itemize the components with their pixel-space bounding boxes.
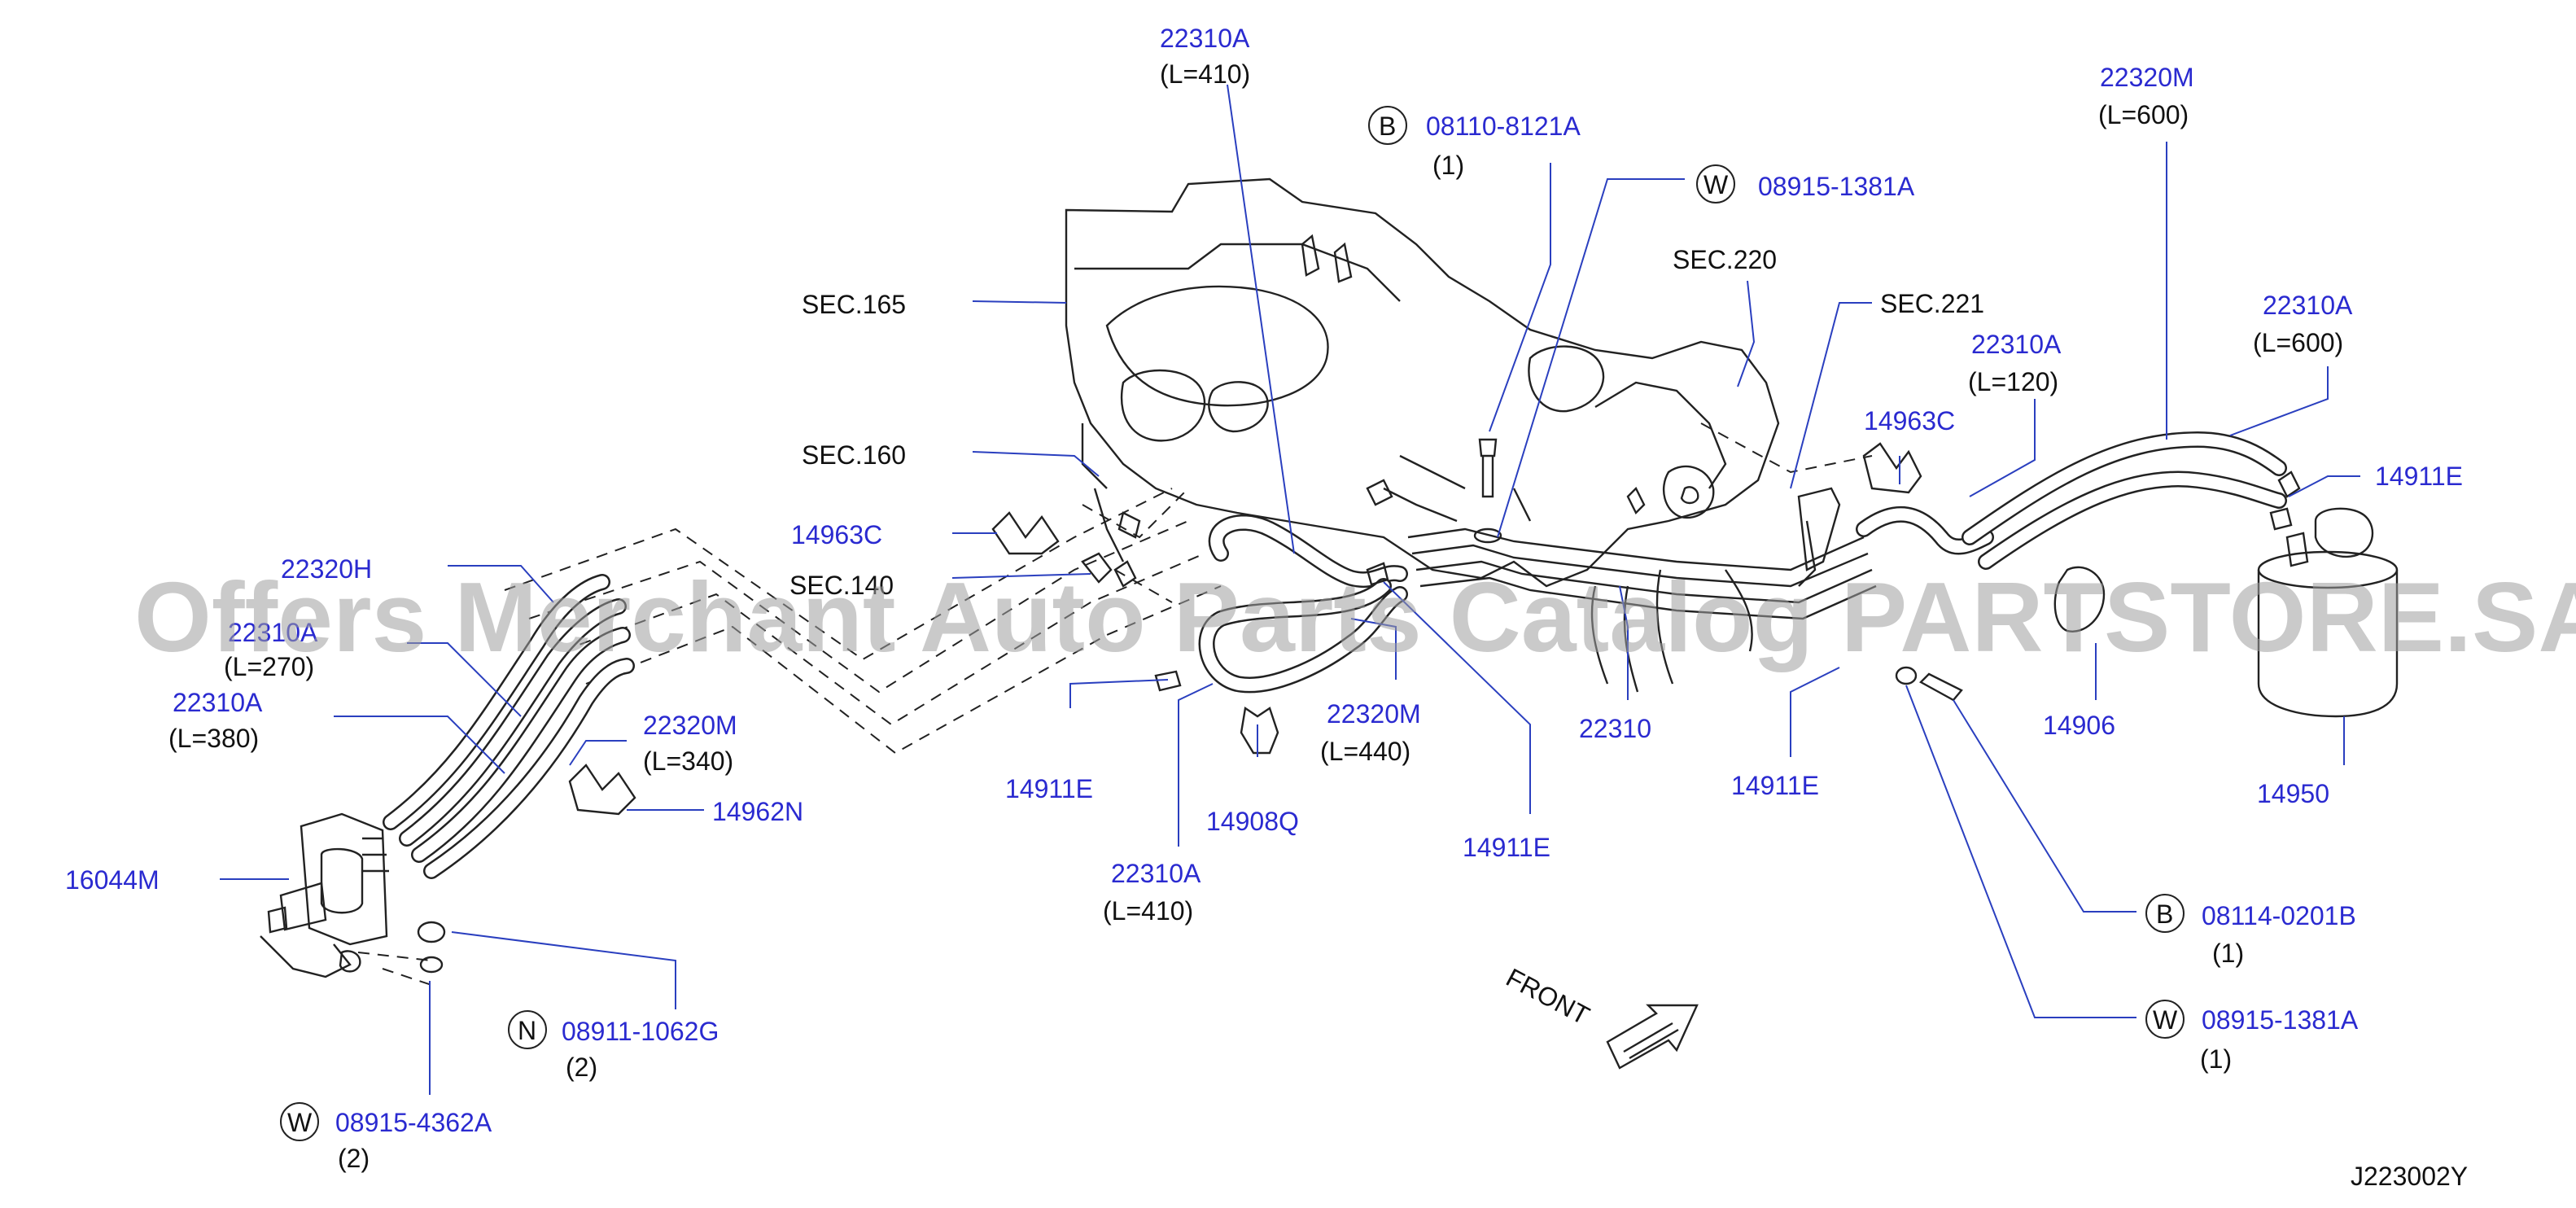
length-22320M-440: (L=440) [1320,737,1410,766]
pipe-outlines-dashed [504,422,1873,755]
part-22310A-top: 22310A [1160,24,1250,53]
section-sec165: SEC.165 [802,290,906,319]
solenoid-valve-assembly [260,812,432,986]
clips [568,442,2301,816]
callout-w-circle-left [280,1102,319,1141]
part-14906: 14906 [2043,711,2115,740]
part-14911E-left: 14911E [1005,774,1093,803]
part-08911-1062G: 08911-1062G [562,1017,719,1046]
length-22310A-top: (L=410) [1160,59,1250,89]
labels: 22310A (L=410) 08110-8121A (1) 08915-138… [65,24,2468,1191]
part-14911E-right: 14911E [2375,462,2463,491]
fasteners [417,438,1963,974]
part-14908Q: 14908Q [1206,807,1299,836]
callout-w-letter-left: W [287,1108,313,1137]
length-22320M-top: (L=600) [2098,100,2189,129]
qty-08915-1381A-bottom: (1) [2200,1044,2232,1074]
qty-08915-4362A: (2) [338,1144,370,1173]
part-22310: 22310 [1579,714,1651,743]
diagram-code: J223002Y [2351,1162,2468,1191]
section-sec220: SEC.220 [1673,245,1777,274]
length-22310A-120: (L=120) [1968,367,2058,396]
qty-08911-1062G: (2) [566,1053,597,1082]
section-sec160: SEC.160 [802,440,906,470]
part-22320M-top: 22320M [2100,63,2194,92]
length-22310A-bottom: (L=410) [1103,896,1193,926]
part-22320H: 22320H [281,554,372,584]
callout-b-circle-lower [2145,894,2185,933]
front-arrow [1606,1004,1699,1070]
part-14963C-left: 14963C [791,520,882,549]
length-22310A-380: (L=380) [168,724,259,753]
part-14911E-center: 14911E [1731,771,1819,800]
part-08915-1381A-top: 08915-1381A [1758,172,1915,201]
part-22310A-bottom: 22310A [1111,859,1201,888]
callout-n-letter: N [518,1016,536,1045]
part-08110-8121A: 08110-8121A [1426,112,1581,141]
part-14950: 14950 [2257,779,2329,808]
watermark-text: Offers Merchant Auto Parts Catalog PARTS… [134,562,2576,672]
callout-b-circle [1368,106,1407,145]
part-22320M-440: 22320M [1327,699,1421,729]
fuel-tubes [1407,527,1877,620]
callout-n-circle [508,1010,547,1049]
part-14911E-middle: 14911E [1463,833,1550,862]
part-14963C-right: 14963C [1864,406,1955,435]
part-22320M-340: 22320M [643,711,737,740]
part-08114-0201B: 08114-0201B [2202,901,2356,930]
evap-canister [2257,507,2399,718]
callout-b-letter: B [1379,112,1396,141]
section-sec140: SEC.140 [789,571,894,600]
qty-08110-8121A: (1) [1432,151,1464,180]
part-08915-4362A: 08915-4362A [335,1108,492,1137]
callout-w-letter: W [1703,170,1729,199]
part-14962N: 14962N [712,797,803,826]
callout-circles: B W B W N W [280,106,2185,1141]
part-22310A-120: 22310A [1971,330,2062,359]
length-22310A-270: (L=270) [224,652,314,681]
callout-b-letter-lower: B [2156,899,2173,929]
front-label: FRONT [1502,962,1594,1031]
length-22320M-340: (L=340) [643,746,733,776]
length-22310A-600: (L=600) [2253,328,2343,357]
callout-w-circle [1696,164,1735,204]
leader-lines [220,84,2360,1095]
part-22310A-380: 22310A [173,688,263,717]
part-16044M: 16044M [65,865,160,895]
part-22310A-270: 22310A [228,618,318,647]
engine-intake-manifold [1065,177,1780,693]
callout-w-circle-lower [2145,1000,2185,1039]
part-08915-1381A-bottom: 08915-1381A [2202,1005,2359,1035]
part-22310A-600: 22310A [2263,291,2353,320]
section-sec221: SEC.221 [1880,289,1984,318]
qty-08114-0201B: (1) [2212,939,2244,968]
fuel-hoses [383,431,2287,879]
callout-w-letter-lower: W [2153,1005,2178,1035]
